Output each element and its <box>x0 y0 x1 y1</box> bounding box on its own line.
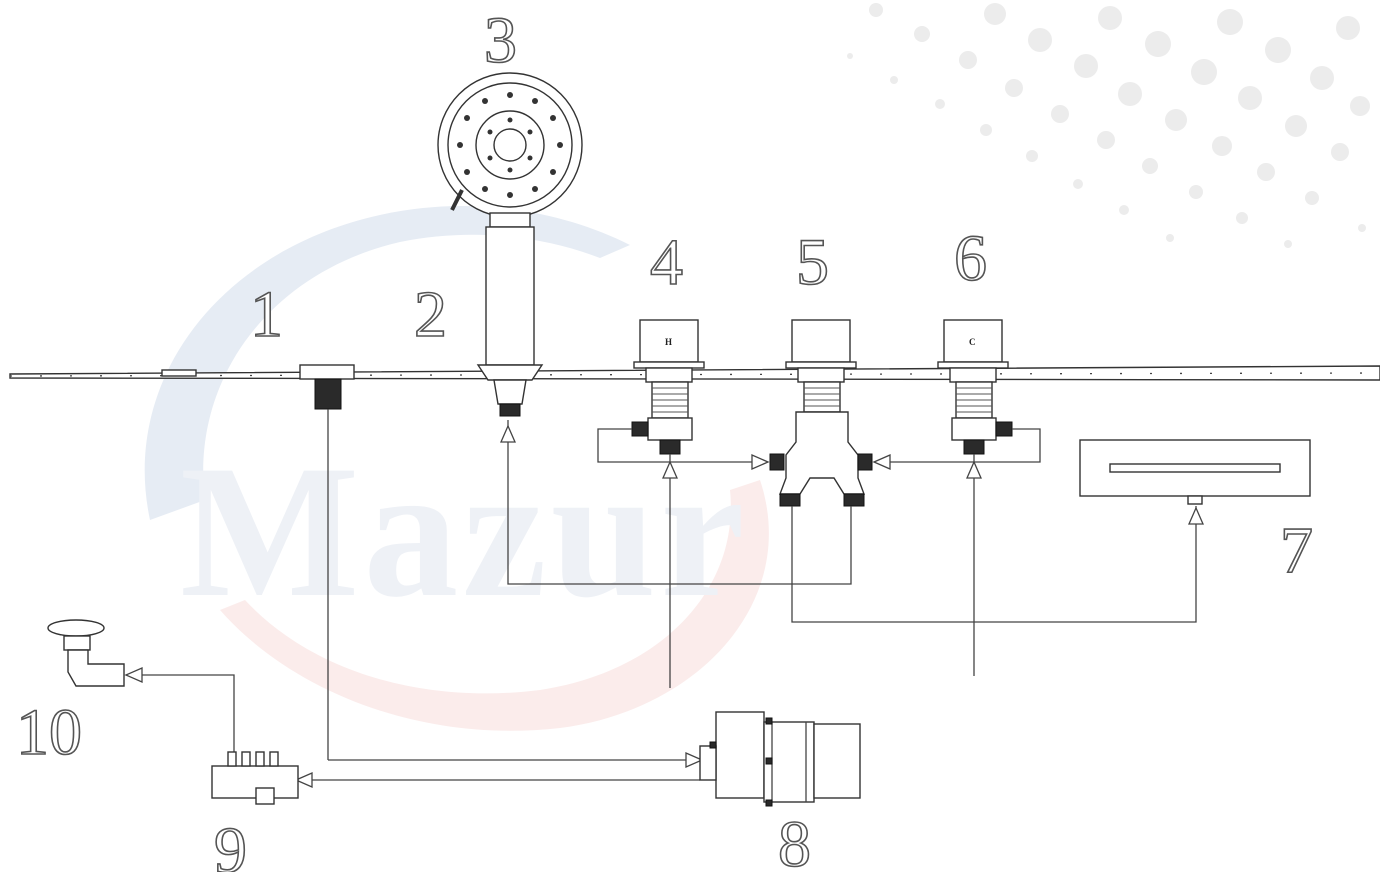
part-4-hot-valve: H <box>631 319 705 455</box>
number-labels: 1 2 3 4 5 6 7 8 9 10 <box>15 3 1314 872</box>
label-6: 6 <box>954 222 987 295</box>
label-7: 7 <box>1280 514 1313 587</box>
label-4: 4 <box>650 226 683 299</box>
part-10-air-button <box>47 619 125 687</box>
part-1-fitting <box>299 364 355 760</box>
cold-mark: C <box>969 337 976 347</box>
part-5-diverter-valve <box>769 319 873 507</box>
watermark-logo: Mazur <box>144 206 769 731</box>
part-8-pump <box>699 711 861 807</box>
part-7-waterfall-spout <box>1079 439 1311 505</box>
part-6-cold-valve: C <box>937 319 1013 455</box>
hot-mark: H <box>665 337 672 347</box>
label-5: 5 <box>796 226 829 299</box>
part-9-manifold <box>211 751 299 805</box>
label-10: 10 <box>16 696 82 769</box>
part-3-hand-shower <box>437 72 583 417</box>
dot-pattern <box>847 3 1370 248</box>
label-1: 1 <box>250 278 283 351</box>
label-3: 3 <box>484 4 517 77</box>
label-9: 9 <box>214 814 247 872</box>
watermark-text: Mazur <box>180 427 749 637</box>
flow-arrows <box>124 424 1204 788</box>
label-8: 8 <box>778 808 811 872</box>
pipework <box>126 420 1197 781</box>
label-2: 2 <box>414 278 447 351</box>
